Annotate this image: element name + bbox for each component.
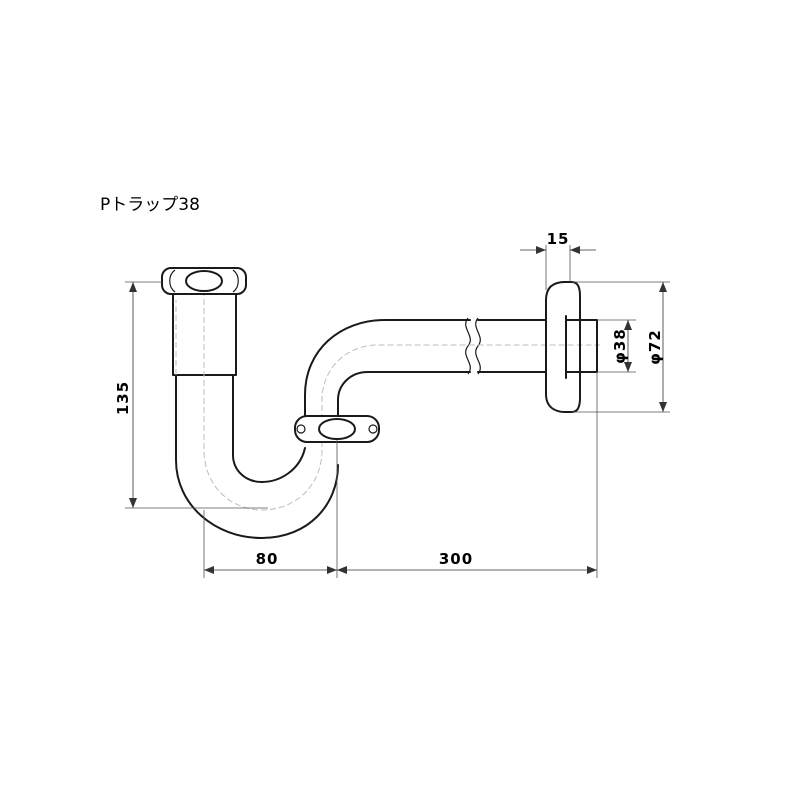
dim-pipe-diameter-label: φ38 <box>611 328 629 364</box>
top-nut <box>161 267 247 295</box>
dimension-flange-diameter: φ72 <box>572 281 670 413</box>
dimension-flange-thickness: 15 <box>520 230 596 290</box>
dimension-horizontal: 80 300 <box>203 372 598 578</box>
dimension-pipe-diameter: φ38 <box>597 319 636 373</box>
dim-height-label: 135 <box>114 381 132 415</box>
dim-flange-diameter-label: φ72 <box>646 329 664 365</box>
dim-trap-label: 80 <box>256 550 279 568</box>
wall-flange <box>545 281 598 413</box>
middle-nut <box>294 415 380 443</box>
drawing-title: Pトラップ38 <box>100 195 200 215</box>
dimension-height: 135 <box>114 281 268 509</box>
hidden-lines <box>175 290 600 511</box>
dim-flange-thickness-label: 15 <box>547 230 570 248</box>
dim-pipe-label: 300 <box>439 550 473 568</box>
trap-body <box>172 291 547 539</box>
